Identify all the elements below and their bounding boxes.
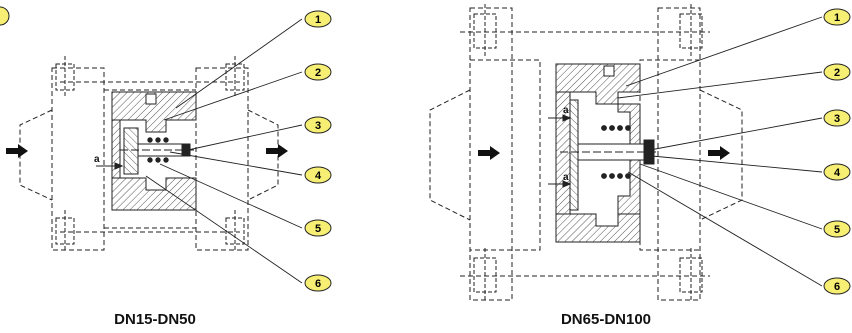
- right-dimension-label-top: a: [563, 105, 569, 116]
- left-spring: [147, 137, 169, 163]
- left-valve-drawing: [19, 56, 279, 252]
- right-drawing-caption: DN65-DN100: [560, 311, 652, 328]
- callout-5: 5: [304, 219, 332, 237]
- callout-3-number: 3: [315, 120, 321, 132]
- left-flow-arrows: [6, 144, 288, 158]
- right-spring: [601, 125, 631, 179]
- callout-4-right-number: 4: [834, 167, 841, 179]
- callout-1: 1: [304, 10, 332, 28]
- right-leader-lines: [617, 16, 823, 287]
- left-leader-lines: [145, 18, 303, 284]
- right-flow-arrows: [478, 146, 730, 160]
- callout-2-number: 2: [315, 67, 321, 79]
- callout-3-right: 3: [823, 109, 851, 127]
- right-bolts: [473, 4, 703, 302]
- left-dimension-label: a: [94, 154, 100, 165]
- left-drawing-caption: DN15-DN50: [114, 311, 196, 328]
- callout-2-right: 2: [823, 63, 851, 81]
- callout-6-right-number: 6: [834, 281, 840, 293]
- callout-1-number: 1: [315, 14, 321, 26]
- callout-5-right: 5: [823, 220, 851, 238]
- callout-3: 3: [304, 116, 332, 134]
- callout-6-right: 6: [823, 277, 851, 295]
- left-callouts: 1 2 3 4 5 6: [304, 10, 332, 292]
- callout-2-right-number: 2: [834, 67, 840, 79]
- partial-callout-marker: [0, 6, 10, 26]
- callout-6-number: 6: [315, 278, 321, 290]
- callout-6: 6: [304, 274, 332, 292]
- callout-4-right: 4: [823, 163, 851, 181]
- right-valve-drawing: [429, 4, 743, 302]
- right-dimension-label-bottom: a: [563, 172, 569, 183]
- left-bolts: [55, 56, 245, 252]
- callout-4-number: 4: [315, 170, 322, 182]
- callout-1-right: 1: [823, 8, 851, 26]
- callout-1-right-number: 1: [834, 12, 840, 24]
- callout-3-right-number: 3: [834, 113, 840, 125]
- callout-2: 2: [304, 63, 332, 81]
- callout-5-number: 5: [315, 223, 321, 235]
- callout-4: 4: [304, 166, 332, 184]
- callout-5-right-number: 5: [834, 224, 840, 236]
- right-callouts: 1 2 3 4 5 6: [823, 8, 851, 295]
